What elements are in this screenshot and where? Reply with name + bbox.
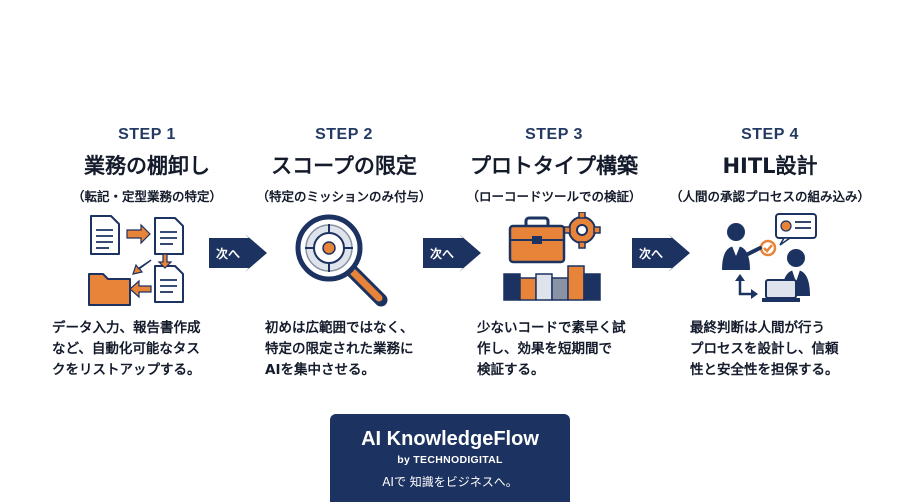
step-2-title: スコープの限定	[271, 154, 417, 178]
toolbox-gear-blocks-icon	[503, 212, 601, 301]
brand-tagline: AIで 知識をビジネスへ。	[382, 475, 518, 489]
step-3-subtitle: （ローコードツールでの検証）	[466, 189, 642, 204]
step-3-header: STEP 3 プロトタイプ構築 （ローコードツールでの検証）	[454, 126, 654, 205]
brand-byline: by TECHNODIGITAL	[397, 454, 503, 466]
step-3-label: STEP 3	[525, 126, 583, 143]
step-2-description: 初めは広範囲ではなく、 特定の限定された業務に AIを集中させる。	[265, 320, 414, 378]
next-arrow-1: 次へ	[209, 234, 267, 272]
arrow-right-icon	[423, 234, 481, 272]
arrow-right-icon	[209, 234, 267, 272]
step-4-title: HITL設計	[722, 154, 818, 178]
step-1-subtitle: （転記・定型業務の特定）	[71, 189, 222, 204]
next-label: 次へ	[216, 247, 241, 261]
step-2-header: STEP 2 スコープの限定 （特定のミッションのみ付与）	[244, 126, 444, 205]
human-approval-icon	[722, 213, 817, 302]
arrow-right-icon	[632, 234, 690, 272]
brand-title: AI KnowledgeFlow	[361, 428, 539, 450]
next-label: 次へ	[639, 247, 664, 261]
brand-box: AI KnowledgeFlow by TECHNODIGITAL AIで 知識…	[330, 414, 570, 502]
step-2-label: STEP 2	[315, 126, 373, 143]
next-arrow-2: 次へ	[423, 234, 481, 272]
step-4-description: 最終判断は人間が行う プロセスを設計し、信頼 性と安全性を担保する。	[690, 320, 839, 378]
step-3-title: プロトタイプ構築	[470, 154, 638, 178]
step-1-description: データ入力、報告書作成 など、自動化可能なタス クをリストアップする。	[52, 320, 201, 378]
step-1-title: 業務の棚卸し	[84, 154, 210, 178]
target-magnifier-icon	[295, 214, 388, 307]
step-4-subtitle: （人間の承認プロセスの組み込み）	[670, 189, 871, 204]
step-4-label: STEP 4	[741, 126, 799, 143]
step-4-header: STEP 4 HITL設計 （人間の承認プロセスの組み込み）	[670, 126, 870, 205]
step-1-label: STEP 1	[118, 126, 176, 143]
next-arrow-3: 次へ	[632, 234, 690, 272]
next-label: 次へ	[430, 247, 455, 261]
documents-folder-icon	[88, 215, 184, 306]
step-2-subtitle: （特定のミッションのみ付与）	[256, 189, 432, 204]
step-3-description: 少ないコードで素早く試 作し、効果を短期間で 検証する。	[477, 320, 626, 378]
step-1-header: STEP 1 業務の棚卸し （転記・定型業務の特定）	[47, 126, 247, 205]
